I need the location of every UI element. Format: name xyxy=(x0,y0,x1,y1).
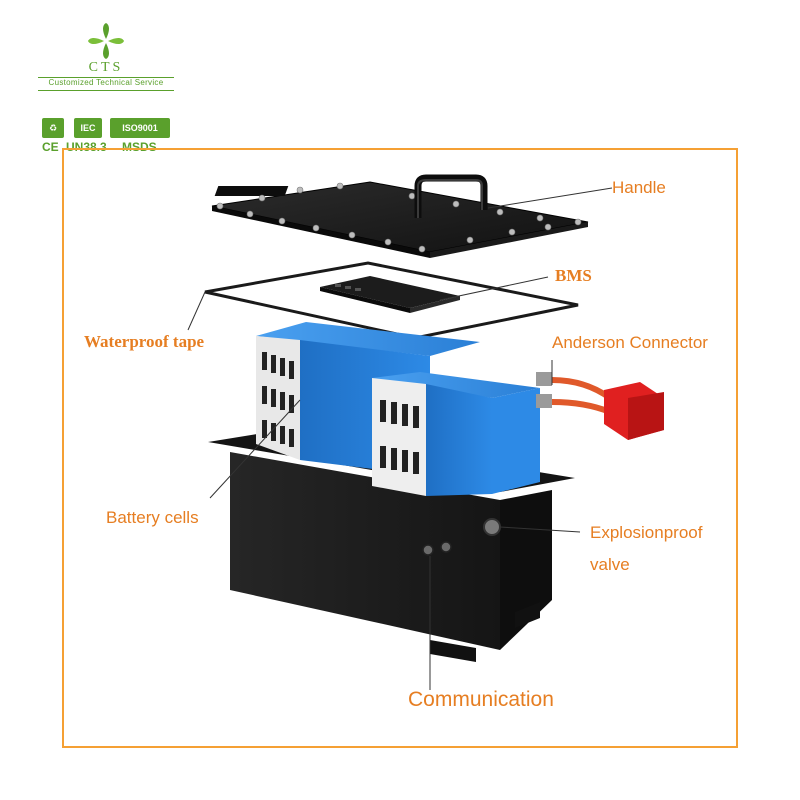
label-handle: Handle xyxy=(612,178,666,197)
waterproof-tape xyxy=(204,261,579,340)
un383-mark: UN38.3 xyxy=(66,140,107,154)
label-bms: BMS xyxy=(555,266,592,285)
battery-cells xyxy=(256,322,540,496)
recycle-badge-icon: ♻ xyxy=(42,118,64,138)
cts-logo: CTS Customized Technical Service ♻ IEC I… xyxy=(36,22,176,154)
logo-tagline: Customized Technical Service xyxy=(48,78,164,87)
logo-brand: CTS xyxy=(88,60,124,75)
communication-ports xyxy=(422,541,452,556)
diagram-frame xyxy=(62,148,738,748)
anderson-connector xyxy=(536,372,664,440)
bms-board xyxy=(320,276,460,313)
label-valve: valve xyxy=(590,555,630,574)
ce-mark: CE xyxy=(42,140,59,154)
iec-badge: IEC xyxy=(74,118,102,138)
msds-mark: MSDS xyxy=(122,140,157,154)
lid xyxy=(211,181,589,258)
label-battery-cells: Battery cells xyxy=(106,508,199,527)
iso-badge: ISO9001 xyxy=(110,118,170,138)
handle xyxy=(414,174,488,218)
label-explosionproof: Explosionproof xyxy=(590,523,703,542)
label-anderson-connector: Anderson Connector xyxy=(552,333,708,352)
label-communication: Communication xyxy=(408,688,554,711)
leader-lines xyxy=(187,187,613,690)
cts-clover-icon xyxy=(88,23,124,59)
explosionproof-valve-icon xyxy=(483,518,501,536)
label-waterproof-tape: Waterproof tape xyxy=(84,332,205,351)
